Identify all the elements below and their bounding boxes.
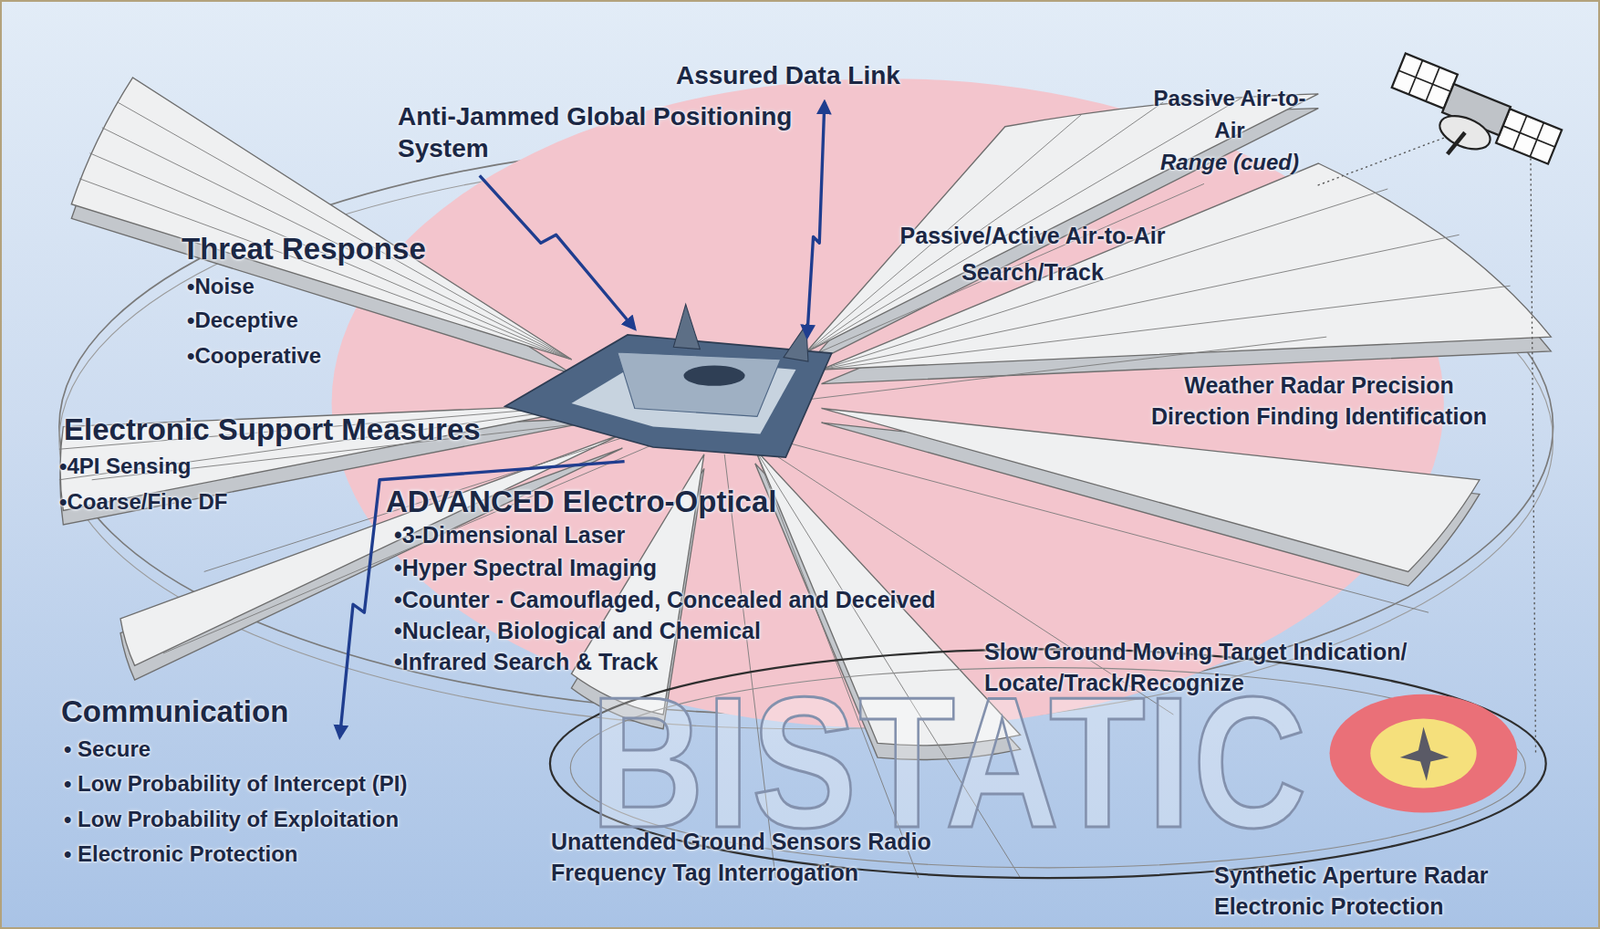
- aircraft-fuselage: [617, 352, 781, 416]
- bullet-item: •Hyper Spectral Imaging: [394, 553, 657, 582]
- callout-label: Synthetic Aperture Radar Electronic Prot…: [1214, 859, 1561, 922]
- sar-spot: [1329, 694, 1518, 813]
- satellite: [1376, 53, 1567, 191]
- bullet-item: • Low Probability of Intercept (PI): [63, 769, 407, 798]
- ucav-aircraft: [505, 303, 832, 458]
- bullet-item: • Secure: [63, 735, 151, 763]
- watermark: BISTATIC: [590, 668, 1309, 855]
- bullet-item: •4PI Sensing: [59, 452, 191, 480]
- data-link-arrow: [807, 102, 825, 337]
- callout-label: Assured Data Link: [675, 60, 901, 92]
- bullet-item: •Nuclear, Biological and Chemical: [394, 616, 761, 645]
- aircraft-fins: [673, 303, 809, 362]
- callout-label: Anti-Jammed Global Positioning System: [397, 100, 804, 165]
- ground-target-icon: [1400, 726, 1450, 780]
- callout-label: Passive Air-to-Air: [1147, 82, 1312, 146]
- bullet-item: •Noise: [187, 272, 255, 301]
- bullet-item: •Cooperative: [187, 342, 322, 370]
- section-heading: Electronic Support Measures: [63, 412, 481, 447]
- callout-label: Weather Radar Precision Direction Findin…: [1136, 369, 1502, 432]
- bullet-item: • Low Probability of Exploitation: [63, 805, 399, 833]
- bullet-item: •Deceptive: [187, 306, 299, 334]
- callout-label: Passive/Active Air-to-Air Search/Track: [859, 217, 1206, 291]
- bullet-item: •Coarse/Fine DF: [59, 488, 228, 516]
- sensor-fan: [820, 407, 1480, 572]
- section-heading: Threat Response: [181, 231, 426, 267]
- section-heading: Communication: [61, 694, 289, 729]
- sar-spot-center: [1370, 718, 1476, 789]
- gps-arrow: [479, 175, 635, 329]
- bullet-item: •Counter - Camouflaged, Concealed and De…: [394, 585, 936, 614]
- sensor-beam-lines: [59, 95, 1511, 878]
- satellite-antenna: [1447, 129, 1465, 157]
- section-heading: ADVANCED Electro-Optical: [385, 484, 777, 520]
- callout-label: Range (cued): [1147, 145, 1312, 178]
- callout-label: Unattended Ground Sensors Radio Frequenc…: [550, 825, 939, 888]
- aircraft-canopy: [683, 364, 745, 385]
- sensor-fan: [820, 163, 1551, 370]
- aircraft-wing: [505, 334, 832, 458]
- bullet-item: •3-Dimensional Laser: [394, 520, 625, 550]
- bullet-item: • Electronic Protection: [63, 840, 298, 868]
